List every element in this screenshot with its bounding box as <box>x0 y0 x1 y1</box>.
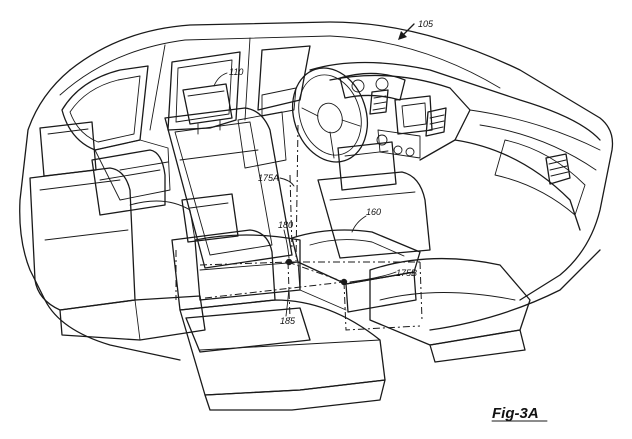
label-175b: 175B <box>396 268 417 278</box>
vehicle-body <box>19 21 614 361</box>
figure-caption: Fig-3A <box>492 405 539 422</box>
side-windows <box>61 45 311 151</box>
door-panels <box>94 87 297 201</box>
phantom-lines <box>175 124 423 331</box>
label-185: 185 <box>280 316 296 326</box>
label-175a: 175A <box>258 173 279 183</box>
front-seat-110 <box>164 83 311 353</box>
leader-lines <box>213 23 415 317</box>
label-105: 105 <box>418 19 434 29</box>
dashboard <box>309 61 601 231</box>
label-180: 180 <box>278 220 293 230</box>
steering-wheel <box>292 67 368 163</box>
driver-seat <box>317 141 531 363</box>
second-row-seat <box>171 193 386 411</box>
pivot-points <box>285 258 348 286</box>
rear-left-seat <box>29 121 206 341</box>
label-160: 160 <box>366 207 381 217</box>
label-110: 110 <box>229 67 243 77</box>
console-160 <box>291 229 421 313</box>
reference-labels: 105 110 160 175A 175B 180 185 <box>229 19 434 326</box>
